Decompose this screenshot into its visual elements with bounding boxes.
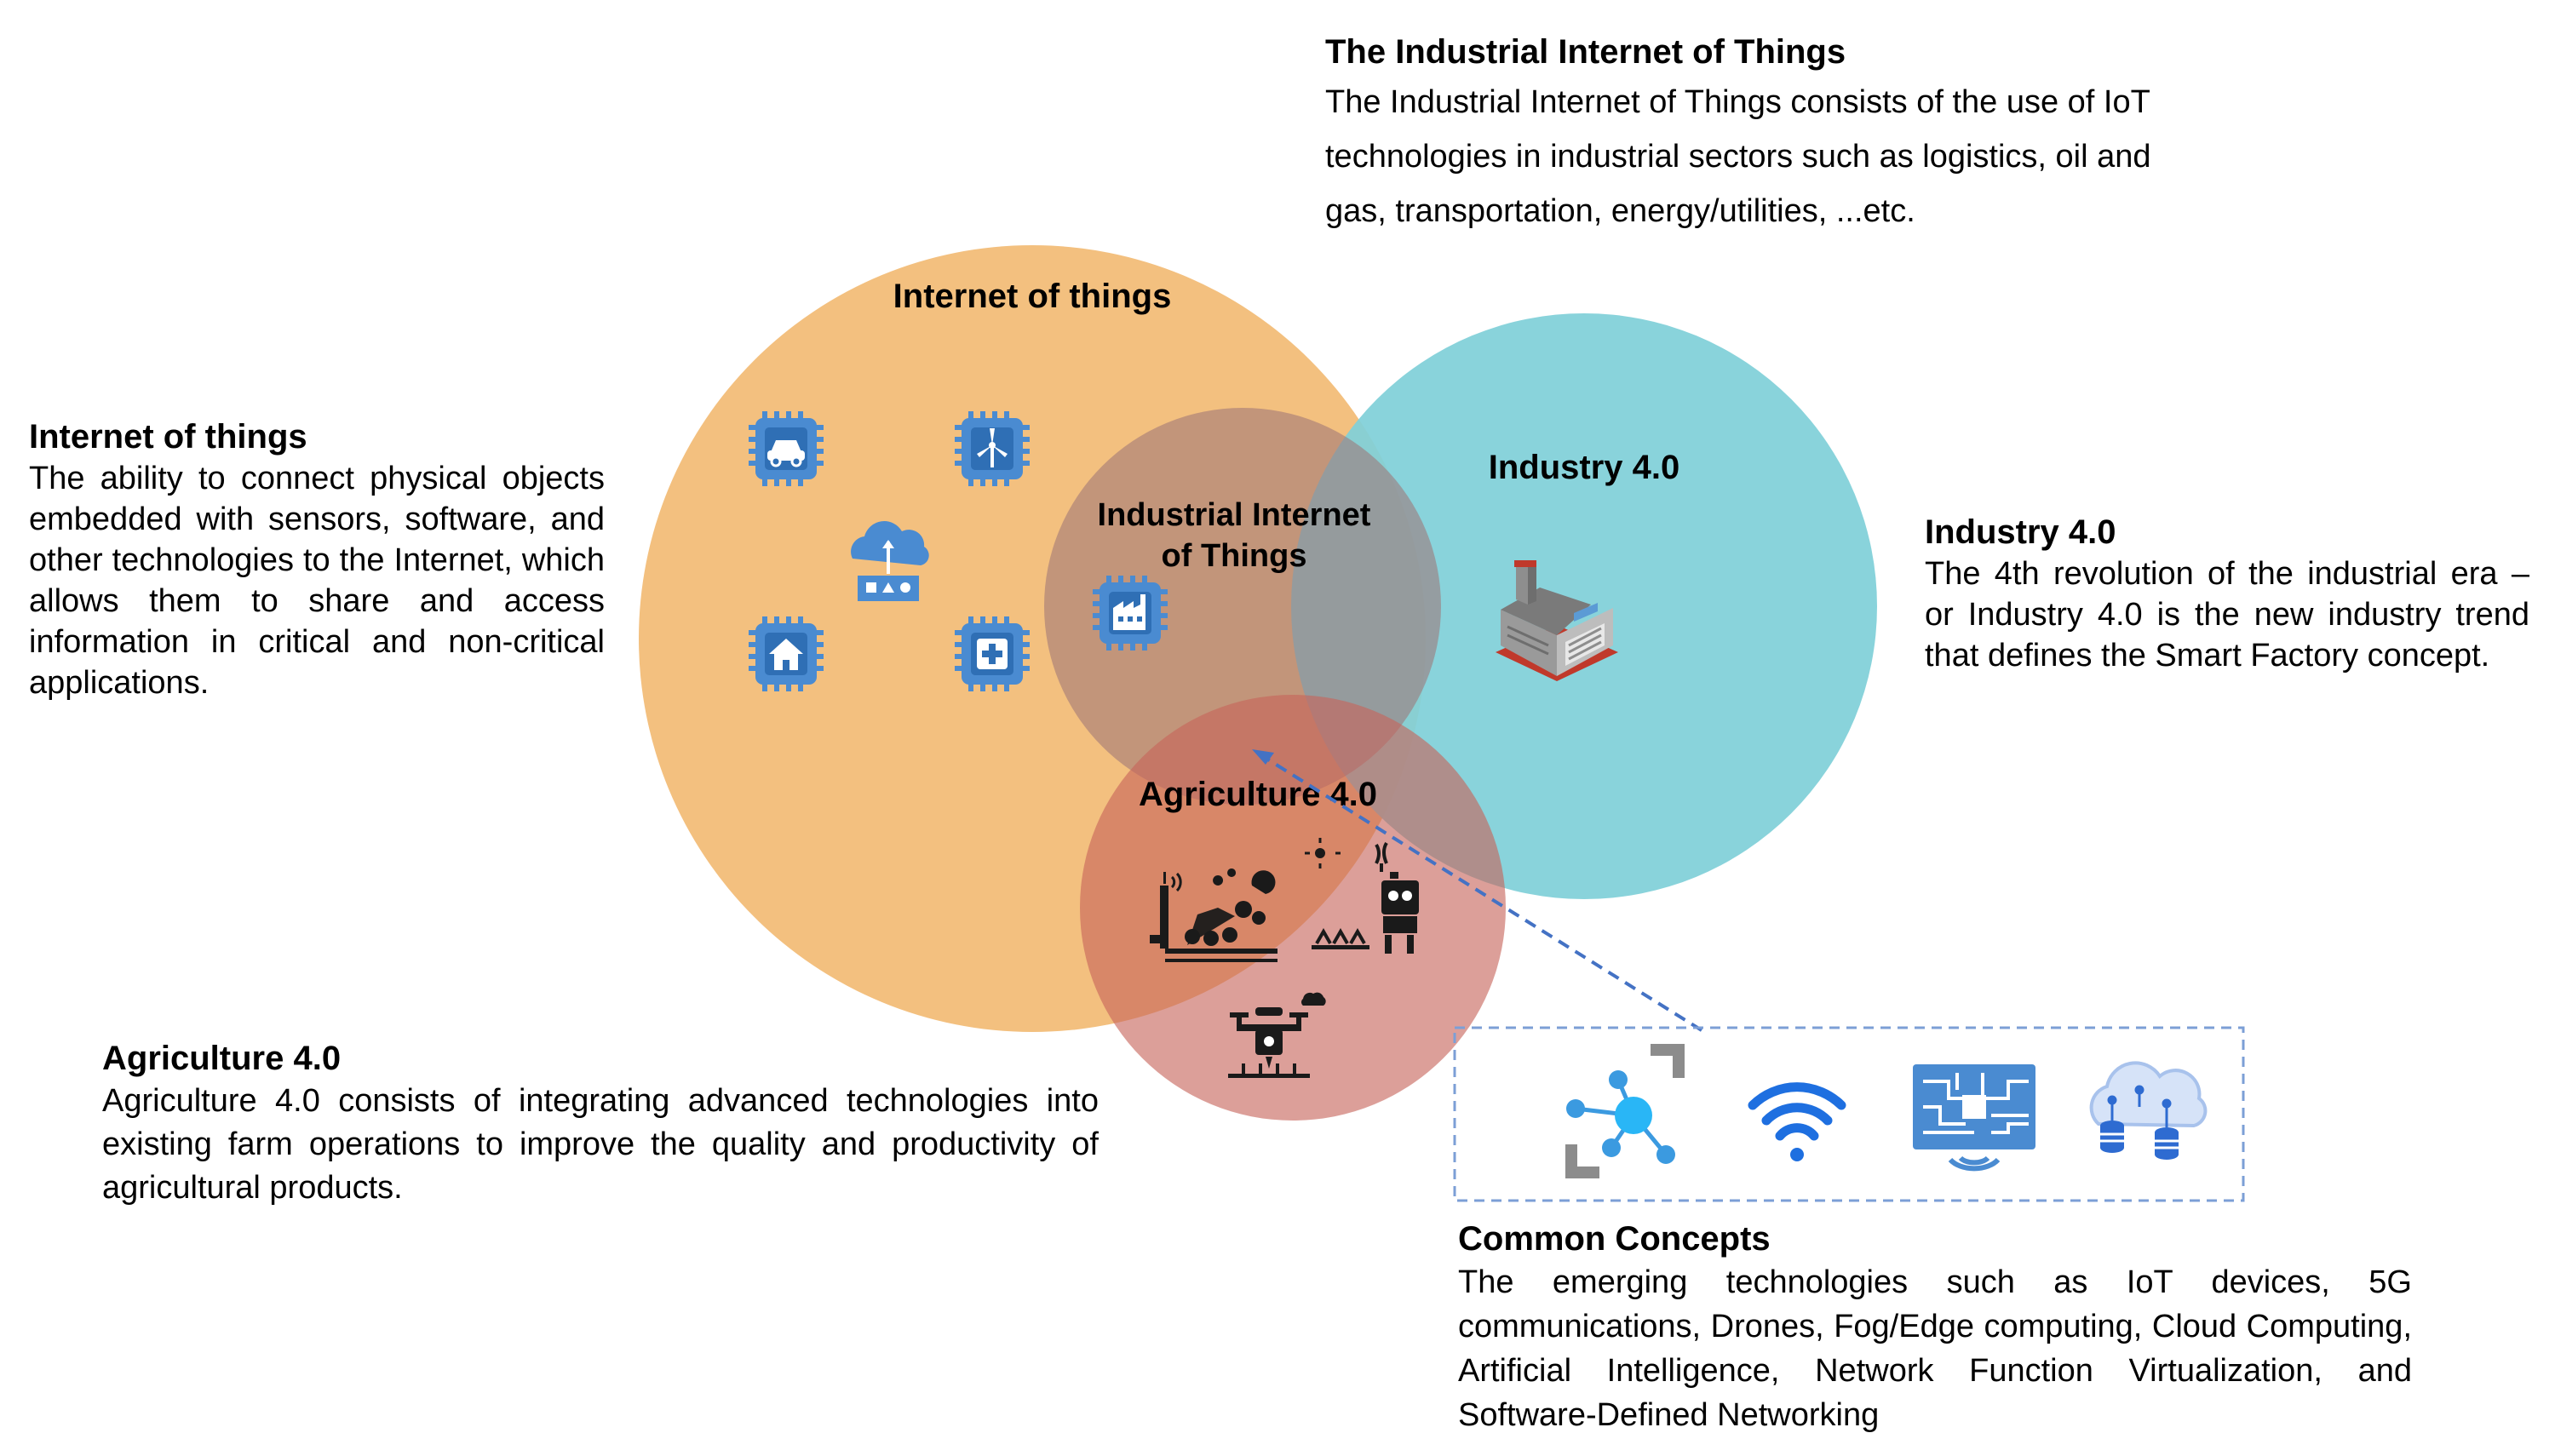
circuit-board-icon (1913, 1064, 2035, 1172)
car-chip-icon (749, 411, 824, 486)
medical-chip-icon (955, 616, 1030, 691)
factory-icon (1496, 560, 1618, 681)
agriculture-description-text: Agriculture 4.0 consists of integrating … (102, 1083, 1099, 1206)
agriculture-circle-label: Agriculture 4.0 (1139, 776, 1377, 813)
connector-line (1262, 755, 1703, 1032)
wifi-icon (1748, 1082, 1846, 1161)
smart-farm-icon (1150, 868, 1278, 962)
iot-circle-label: Internet of things (893, 278, 1172, 315)
farm-robot-icon (1305, 838, 1419, 954)
iiot-description-title: The Industrial Internet of Things (1325, 33, 1846, 71)
network-hub-icon (1565, 1044, 1685, 1178)
industry-circle-label: Industry 4.0 (1489, 449, 1680, 486)
common-concepts-box (1453, 1026, 2245, 1202)
industry-description-text: The 4th revolution of the industrial era… (1925, 556, 2529, 674)
iiot-description-text: The Industrial Internet of Things consis… (1325, 84, 2151, 229)
agriculture-description-title: Agriculture 4.0 (102, 1040, 342, 1077)
iot-description-text: The ability to connect physical objects … (29, 461, 605, 701)
drone-icon (1228, 992, 1326, 1078)
iot-description-title: Internet of things (29, 418, 307, 456)
iiot-circle-label-line2: of Things (1162, 538, 1307, 574)
agriculture-circle (1080, 695, 1506, 1121)
iiot-description: The Industrial Internet of Things The In… (1325, 31, 2245, 238)
common-concepts-text: The emerging technologies such as IoT de… (1458, 1264, 2412, 1433)
iot-description: Internet of things The ability to connec… (29, 416, 605, 703)
cloud-database-icon (2089, 1061, 2208, 1160)
common-concepts-title: Common Concepts (1458, 1220, 1771, 1258)
factory-chip-icon (1093, 576, 1168, 651)
cloud-network-icon (851, 521, 929, 601)
iiot-circle-label-line1: Industrial Internet (1098, 497, 1371, 533)
industry-description-title: Industry 4.0 (1925, 513, 2116, 551)
house-chip-icon (749, 616, 824, 691)
industry-description: Industry 4.0 The 4th revolution of the i… (1925, 511, 2529, 676)
wind-turbine-chip-icon (955, 411, 1030, 486)
connector-arrowhead (1252, 749, 1274, 765)
common-concepts-description: Common Concepts The emerging technologie… (1458, 1218, 2412, 1437)
agriculture-description: Agriculture 4.0 Agriculture 4.0 consists… (102, 1037, 1099, 1210)
